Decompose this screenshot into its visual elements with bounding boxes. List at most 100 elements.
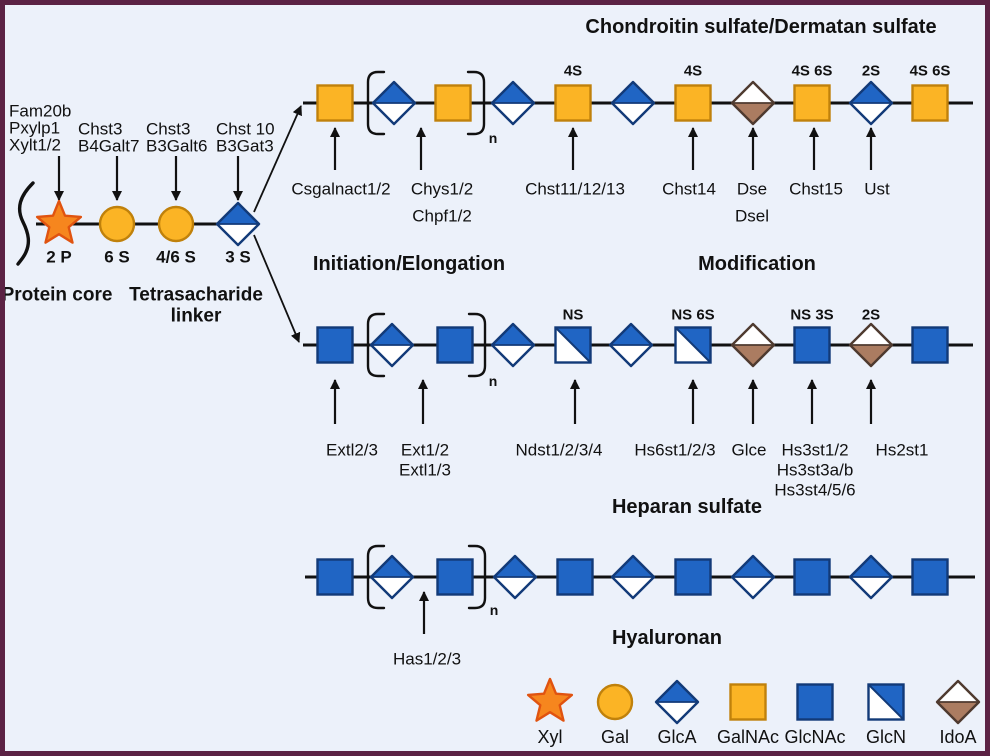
enzyme-label: B3Galt6 — [146, 136, 208, 156]
repeat-bracket-open — [366, 312, 386, 378]
glcnac-square — [316, 326, 354, 364]
enzyme-label: Chst3 — [146, 119, 191, 139]
glca-diamond — [848, 80, 894, 126]
idoa-diamond — [848, 322, 894, 368]
repeat-subscript: n — [488, 130, 498, 146]
enzyme-label: Hs2st1 — [875, 440, 929, 460]
enzyme-label: Extl2/3 — [326, 440, 378, 460]
glca-diamond — [369, 322, 415, 368]
protein-core-squiggle-icon — [16, 181, 35, 266]
repeat-bracket-close — [467, 312, 487, 378]
sulfation-tag: NS — [562, 306, 584, 324]
sulfation-tag: NS 3S — [790, 306, 834, 324]
glcnac-square — [793, 326, 831, 364]
enzyme-label: Chst3 — [78, 119, 123, 139]
galnac-square — [911, 84, 949, 122]
galnac-square — [434, 84, 472, 122]
glca-diamond — [848, 554, 894, 600]
figure-title: Chondroitin sulfate/Dermatan sulfate — [585, 16, 937, 38]
legend-label: GlcN — [866, 727, 906, 747]
section-heading: Initiation/Elongation — [312, 253, 506, 275]
enzyme-label: Ndst1/2/3/4 — [515, 440, 603, 460]
sulfation-tag: NS 6S — [671, 306, 715, 324]
branch-connector-arrow — [253, 234, 301, 343]
xyl-star — [35, 199, 83, 244]
enzyme-label: Chst15 — [789, 179, 843, 199]
glcnac-square — [911, 558, 949, 596]
glcnac-square — [674, 558, 712, 596]
sulfation-tag: 2S — [861, 306, 881, 324]
enzyme-label: Extl1/3 — [399, 460, 451, 480]
glcnac-square — [793, 558, 831, 596]
enzyme-label: Ext1/2 — [400, 440, 450, 460]
idoa-diamond — [730, 322, 776, 368]
enzyme-label: Chpf1/2 — [412, 206, 472, 226]
section-heading: Modification — [698, 253, 816, 275]
glca-diamond — [610, 80, 656, 126]
enzyme-label: Glce — [731, 440, 767, 460]
enzyme-label: Xylt1/2 — [9, 135, 61, 155]
sulfation-tag: 4S 6S — [909, 62, 951, 80]
glca-diamond — [654, 679, 700, 725]
xyl-star — [526, 677, 574, 722]
unit-sublabel: 2 P — [46, 247, 72, 267]
glcn-square — [554, 326, 592, 364]
unit-sublabel: 3 S — [225, 247, 251, 267]
enzyme-label: Chst11/12/13 — [525, 179, 625, 199]
section-heading: Hyaluronan — [611, 627, 723, 649]
glcnac-square — [436, 326, 474, 364]
repeat-subscript: n — [489, 602, 499, 618]
enzyme-label: Hs3st3a/b — [776, 460, 854, 480]
glcnac-square — [436, 558, 474, 596]
glca-diamond — [371, 80, 417, 126]
enzyme-label: B4Galt7 — [78, 136, 140, 156]
unit-sublabel: 6 S — [104, 247, 130, 267]
sulfation-tag: 4S — [683, 62, 703, 80]
section-heading: Heparan sulfate — [611, 496, 763, 518]
repeat-bracket-close — [466, 70, 486, 136]
unit-sublabel: 4/6 S — [156, 247, 196, 267]
glca-diamond — [492, 554, 538, 600]
enzyme-label: Pxylp1 — [9, 118, 61, 138]
repeat-bracket-close — [467, 544, 487, 610]
glcn-square — [674, 326, 712, 364]
enzyme-label: B3Gat3 — [216, 136, 274, 156]
enzyme-label: Hs6st1/2/3 — [634, 440, 716, 460]
legend-label: GlcNAc — [784, 727, 846, 747]
sulfation-tag: 4S 6S — [791, 62, 833, 80]
legend-label: Xyl — [537, 727, 563, 747]
enzyme-label: Dse — [736, 179, 768, 199]
glcnac-square — [316, 558, 354, 596]
enzyme-label: Hs3st1/2 — [781, 440, 849, 460]
galnac-square — [674, 84, 712, 122]
glca-diamond — [490, 322, 536, 368]
gal-circle — [157, 205, 195, 243]
enzyme-label: Has1/2/3 — [392, 649, 462, 669]
enzyme-label: Chst 10 — [216, 119, 275, 139]
legend-label: GalNAc — [716, 727, 780, 747]
glca-diamond — [608, 322, 654, 368]
glcnac-square — [556, 558, 594, 596]
enzyme-label: Dsel — [734, 206, 770, 226]
caption: Protein core — [1, 284, 113, 306]
enzyme-label: Ust — [864, 179, 890, 199]
caption: Tetrasacharide — [129, 284, 263, 306]
glca-diamond — [730, 554, 776, 600]
enzyme-label: Chst14 — [662, 179, 716, 199]
idoa-diamond — [935, 679, 981, 725]
branch-connector-arrow — [253, 105, 302, 213]
glcnac-square — [911, 326, 949, 364]
sulfation-tag: 4S — [563, 62, 583, 80]
glcnac-square — [796, 683, 834, 721]
sulfation-tag: 2S — [861, 62, 881, 80]
glca-diamond — [369, 554, 415, 600]
legend-label: GlcA — [657, 727, 697, 747]
enzyme-label: Chys1/2 — [410, 179, 474, 199]
galnac-square — [729, 683, 767, 721]
repeat-bracket-open — [366, 544, 386, 610]
legend-label: Gal — [600, 727, 630, 747]
idoa-diamond — [730, 80, 776, 126]
